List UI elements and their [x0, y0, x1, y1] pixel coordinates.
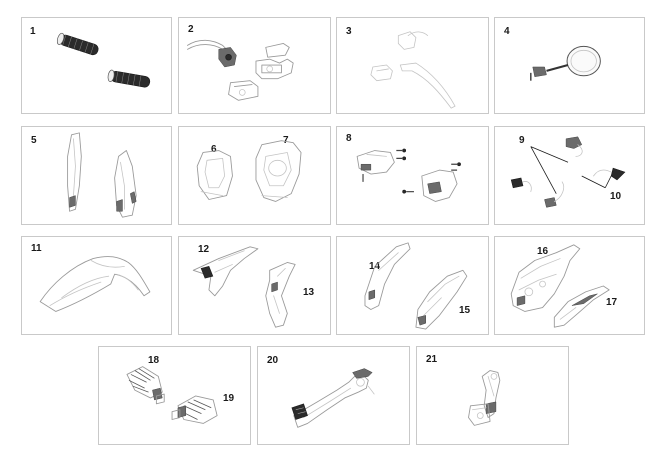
part-number-3: 3 — [346, 26, 352, 37]
part-cell-1[interactable]: 1 — [21, 17, 172, 114]
part-cell-16-17[interactable]: 16 17 — [494, 236, 645, 335]
part-cell-9-10[interactable]: 9 10 — [494, 126, 645, 225]
part-cell-4[interactable]: 4 — [494, 17, 645, 114]
part-cell-11[interactable]: 11 — [21, 236, 172, 335]
part-number-10: 10 — [610, 191, 622, 202]
side-panels-drawing — [364, 242, 468, 330]
clutch-lever-drawing — [370, 31, 456, 109]
rear-fender-drawing — [510, 244, 610, 328]
part-number-4: 4 — [504, 26, 510, 37]
part-cell-3[interactable]: 3 — [336, 17, 489, 114]
part-number-18: 18 — [148, 355, 160, 366]
turn-signals-drawing — [510, 136, 626, 208]
fork-protectors-drawing — [67, 132, 137, 218]
part-cell-5[interactable]: 5 — [21, 126, 172, 225]
radiator-shrouds-drawing — [192, 246, 296, 328]
handlebar-grips-drawing — [56, 32, 151, 88]
part-number-6: 6 — [211, 144, 217, 155]
front-fender-drawing — [39, 256, 151, 312]
hand-guards-drawing — [356, 148, 461, 202]
part-number-9: 9 — [519, 135, 525, 146]
part-number-21: 21 — [426, 354, 438, 365]
part-number-7: 7 — [283, 135, 289, 146]
part-number-15: 15 — [459, 305, 471, 316]
part-cell-20[interactable]: 20 — [257, 346, 410, 445]
brake-master-cylinder-drawing — [186, 39, 294, 101]
part-cell-18-19[interactable]: 18 19 — [98, 346, 251, 445]
part-number-12: 12 — [198, 244, 210, 255]
brake-pedal-drawing — [291, 368, 375, 428]
part-number-1: 1 — [30, 26, 36, 37]
part-cell-2[interactable]: 2 — [178, 17, 331, 114]
part-cell-6-7[interactable]: 6 7 — [178, 126, 331, 225]
gear-shift-lever-drawing — [468, 370, 501, 426]
part-cell-8[interactable]: 8 — [336, 126, 489, 225]
footpegs-drawing — [126, 366, 218, 424]
mirror-drawing — [530, 45, 601, 81]
part-cell-12-13[interactable]: 12 13 — [178, 236, 331, 335]
part-number-2: 2 — [188, 24, 194, 35]
part-number-13: 13 — [303, 287, 315, 298]
part-cell-21[interactable]: 21 — [416, 346, 569, 445]
part-number-8: 8 — [346, 133, 352, 144]
part-number-11: 11 — [31, 243, 42, 254]
part-number-5: 5 — [31, 135, 37, 146]
part-number-17: 17 — [606, 297, 618, 308]
part-number-19: 19 — [223, 393, 235, 404]
part-number-20: 20 — [267, 355, 279, 366]
part-number-16: 16 — [537, 246, 549, 257]
headlight-masks-drawing — [196, 140, 302, 202]
part-cell-14-15[interactable]: 14 15 — [336, 236, 489, 335]
